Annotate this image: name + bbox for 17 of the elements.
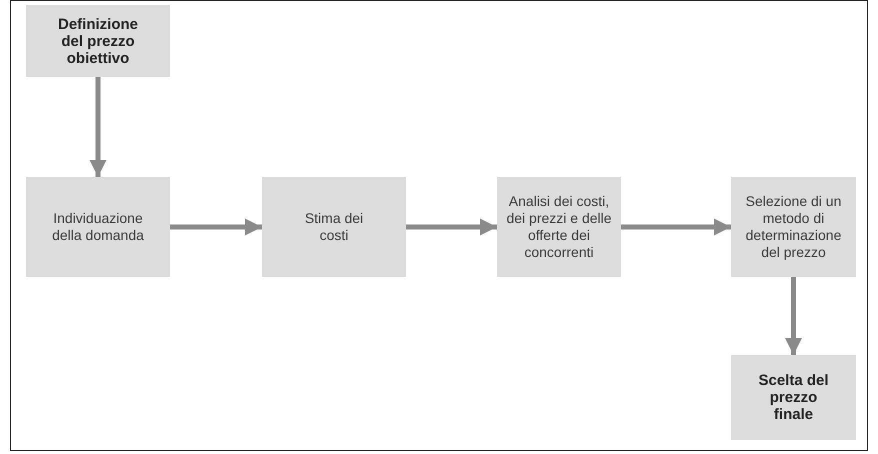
process-box	[262, 177, 406, 277]
arrow	[170, 218, 262, 236]
process-box	[497, 177, 621, 277]
arrow	[90, 77, 106, 177]
process-box	[731, 177, 856, 277]
arrow	[406, 218, 497, 236]
process-box	[26, 177, 170, 277]
arrow	[621, 218, 731, 236]
box-label: Analisi dei costi, dei prezzi e delle offerte dei concorrenti	[505, 193, 613, 261]
process-box	[26, 5, 170, 77]
box-label: Individuazione della domanda	[51, 210, 145, 244]
process-box	[731, 355, 856, 440]
box-label: Selezione di un metodo di determinazione del prezzo	[744, 193, 842, 261]
box-label: Definizione del prezzo obiettivo	[56, 16, 139, 66]
box-label: Stima dei costi	[304, 210, 364, 244]
arrow	[785, 277, 802, 355]
box-label: Scelta del prezzo finale	[757, 372, 830, 423]
